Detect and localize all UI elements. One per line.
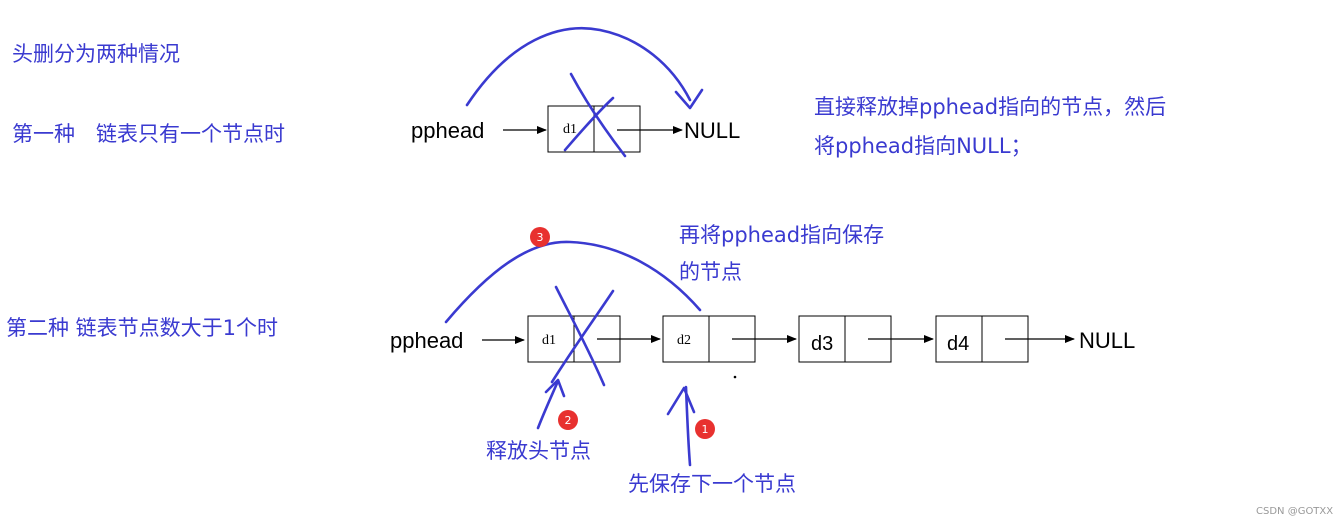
case2-label: 第二种 链表节点数大于1个时 — [6, 316, 278, 340]
case2-node-label-d4: d4 — [947, 333, 969, 355]
page-title: 头删分为两种情况 — [12, 42, 180, 66]
badge-3: 3 — [530, 227, 550, 247]
case1-head-label: pphead — [411, 118, 484, 143]
badge-1: 1 — [695, 419, 715, 439]
case1-curve-arrow — [465, 26, 692, 107]
case2-node-label-d2: d2 — [677, 333, 691, 348]
case2-cross-stroke-1 — [554, 285, 606, 387]
case2-node-label-d3: d3 — [811, 333, 833, 355]
step2-arrow — [536, 379, 560, 430]
badge-2-circle — [558, 410, 578, 430]
badge-2: 2 — [558, 410, 578, 430]
step2-arrowhead — [544, 378, 566, 398]
badge-1-circle — [695, 419, 715, 439]
case1-note-line2: 将pphead指向NULL； — [814, 134, 1032, 158]
case1-label: 第一种 链表只有一个节点时 — [12, 122, 285, 146]
case2-null-label: NULL — [1079, 328, 1135, 353]
step3-label-line1: 再将pphead指向保存 — [679, 223, 884, 247]
step2-label: 释放头节点 — [486, 439, 591, 463]
badge-3-circle — [530, 227, 550, 247]
step3-label-line2: 的节点 — [679, 260, 742, 284]
case1-cross-stroke-2 — [563, 96, 615, 152]
case2-cross-stroke-2 — [550, 289, 615, 384]
case1-curve-arrowhead — [674, 88, 704, 110]
watermark: CSDN @GOTXX — [1256, 506, 1333, 517]
case2-curve-arrow — [444, 240, 702, 324]
stray-dot — [733, 375, 737, 379]
case1-null-label: NULL — [684, 118, 740, 143]
step1-arrowhead — [666, 386, 696, 416]
case2-node-label-d1: d1 — [542, 333, 556, 348]
step1-label: 先保存下一个节点 — [628, 472, 796, 496]
case1-node-label: d1 — [563, 122, 577, 137]
case1-note-line1: 直接释放掉pphead指向的节点，然后 — [814, 95, 1166, 119]
case2-head-label: pphead — [390, 328, 463, 353]
badge-1-text: 1 — [702, 423, 709, 436]
badge-3-text: 3 — [537, 231, 544, 244]
badge-2-text: 2 — [565, 414, 572, 427]
